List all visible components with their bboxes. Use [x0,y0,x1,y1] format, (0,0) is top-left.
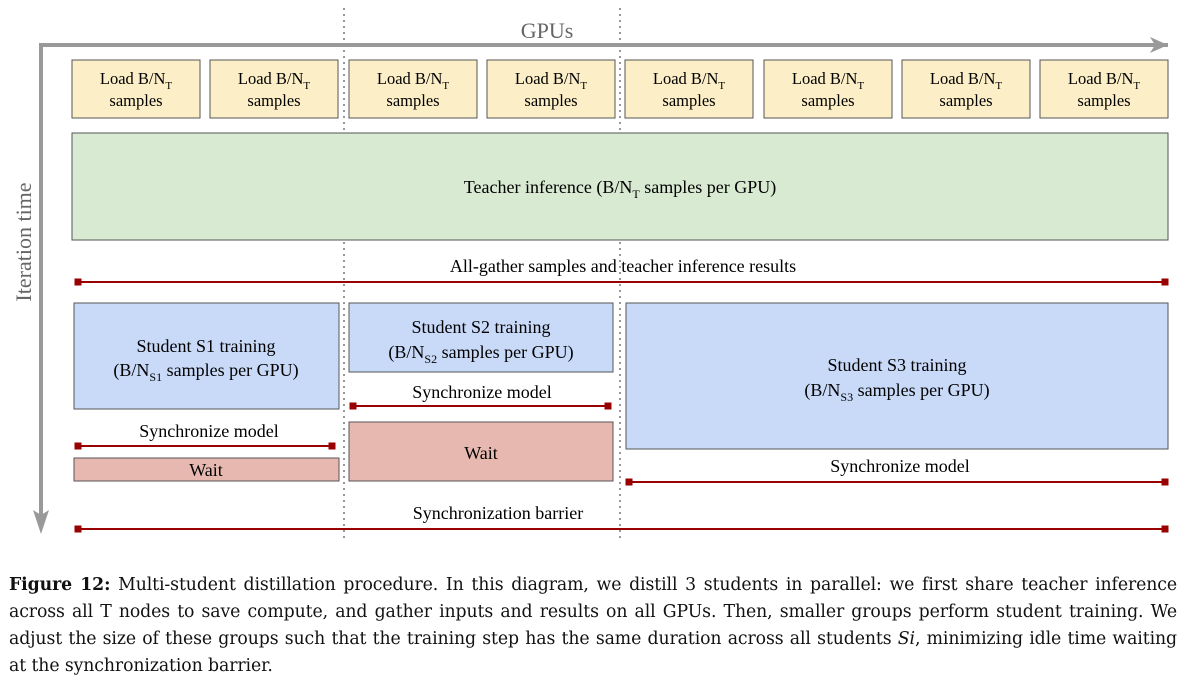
svg-text:samples: samples [386,91,439,110]
student-s1-wait-label: Wait [189,460,223,480]
distillation-diagram: GPUs Iteration time Load B/NT samples Lo… [11,8,1169,542]
student-s1-training-box [73,302,340,410]
synchronization-barrier-label: Synchronization barrier [413,503,583,523]
student-s2-training-box [348,302,614,373]
load-box: Load B/NT samples [1039,59,1169,119]
svg-text:Load B/NT: Load B/NT [377,69,450,92]
student-s1-sync-label: Synchronize model [139,421,278,441]
svg-text:Load B/NT: Load B/NT [792,69,865,92]
load-box: Load B/NT samples [209,59,339,119]
svg-text:samples: samples [939,91,992,110]
student-s1-title: Student S1 training [137,336,276,356]
svg-text:samples: samples [662,91,715,110]
load-box: Load B/NT samples [901,59,1031,119]
student-s2-sync-label: Synchronize model [412,382,551,402]
load-boxes: Load B/NT samples Load B/NT samples Load… [71,59,1169,119]
svg-text:samples: samples [801,91,854,110]
all-gather-label: All-gather samples and teacher inference… [450,256,796,276]
svg-text:Load B/NT: Load B/NT [100,69,173,92]
load-box: Load B/NT samples [624,59,754,119]
gpus-axis-label: GPUs [521,18,574,43]
student-s2-samples: (B/NS2 samples per GPU) [388,342,573,366]
load-box: Load B/NT samples [486,59,616,119]
iteration-time-axis-arrowhead [33,510,49,534]
svg-text:Load B/NT: Load B/NT [1068,69,1141,92]
student-s3-samples: (B/NS3 samples per GPU) [804,380,989,404]
svg-text:samples: samples [524,91,577,110]
svg-text:Load B/NT: Load B/NT [238,69,311,92]
student-s2-title: Student S2 training [412,317,551,337]
student-s2-wait-box [348,421,614,482]
gpus-axis-arrowhead [1150,37,1168,53]
svg-text:samples: samples [1077,91,1130,110]
student-s1-samples: (B/NS1 samples per GPU) [113,360,298,384]
svg-text:Load B/NT: Load B/NT [515,69,588,92]
svg-text:Load B/NT: Load B/NT [930,69,1003,92]
student-s3-sync-label: Synchronize model [830,456,969,476]
load-box: Load B/NT samples [348,59,478,119]
figure-caption: Figure 12: Multi-student distillation pr… [9,572,1177,680]
load-box: Load B/NT samples [763,59,893,119]
teacher-inference-label: Teacher inference (B/NT samples per GPU) [464,177,776,201]
iteration-time-axis-label: Iteration time [11,182,36,301]
student-s3-title: Student S3 training [828,355,967,375]
figure-label: Figure 12: [9,575,111,595]
svg-text:samples: samples [247,91,300,110]
svg-text:Load B/NT: Load B/NT [653,69,726,92]
svg-text:samples: samples [109,91,162,110]
student-s1-wait-box [73,457,340,482]
load-box: Load B/NT samples [71,59,201,119]
student-s3-training-box [625,302,1169,450]
teacher-inference-box [71,132,1169,241]
student-s2-wait-label: Wait [464,443,498,463]
caption-text-2: , minimizing idle time waiting at the sy… [9,629,1178,676]
caption-text-1: Multi-student distillation procedure. In… [9,575,1177,649]
caption-math: Si [897,629,915,649]
